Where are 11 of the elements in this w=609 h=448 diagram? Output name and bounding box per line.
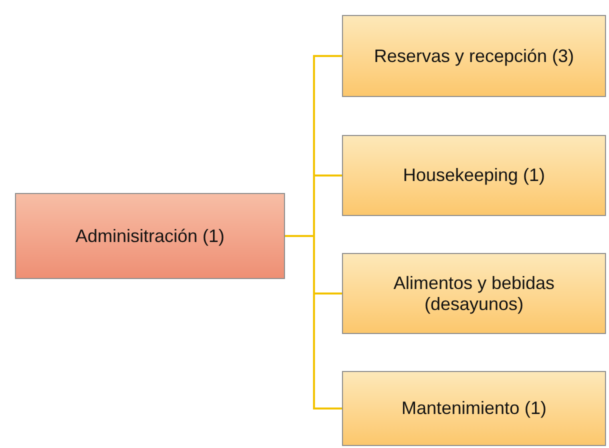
box-label: Adminisitración (1) <box>74 226 226 246</box>
box-label: Housekeeping (1) <box>402 165 546 186</box>
box-label: Reservas y recepción (3) <box>372 46 576 66</box>
org-box <box>342 371 606 446</box>
org-box <box>342 253 606 334</box>
connector-line <box>285 235 342 410</box>
box-label: Mantenimiento (1) <box>400 398 548 419</box>
org-box <box>342 135 606 216</box>
box-label: Alimentos y bebidas (desayunos) <box>392 272 556 314</box>
org-box <box>15 193 285 279</box>
org-box <box>342 15 606 97</box>
